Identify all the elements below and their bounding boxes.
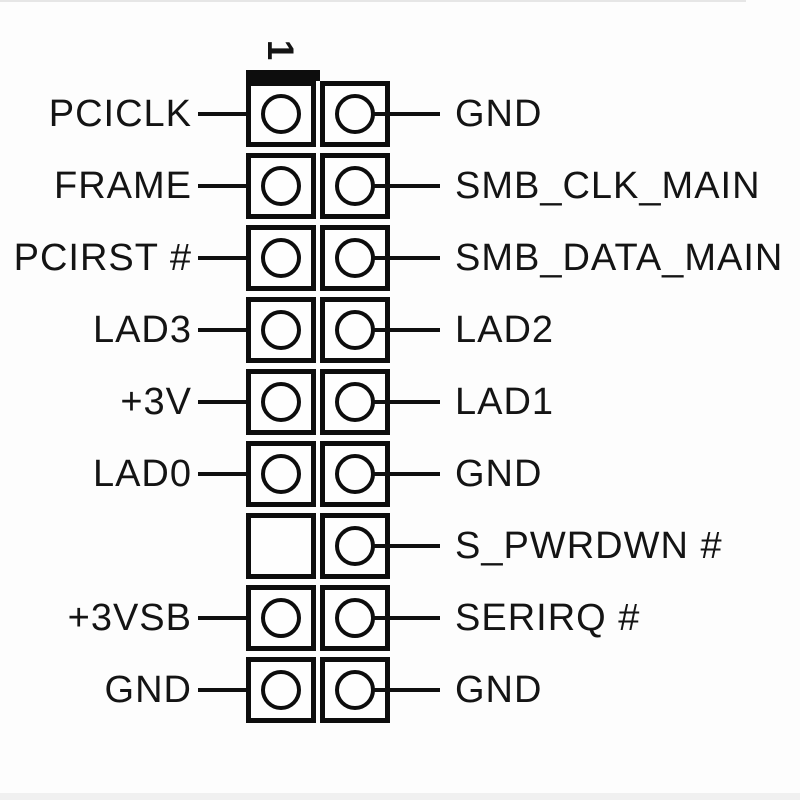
pin-left-lead-line	[198, 256, 264, 260]
pin-circle	[261, 670, 301, 710]
pin-circle	[335, 310, 375, 350]
pin1-marker-bar	[246, 70, 320, 81]
pin-circle	[261, 382, 301, 422]
pin-left-label: FRAME	[54, 165, 192, 207]
pin-left-label: PCICLK	[48, 93, 192, 135]
pin-cell-empty-key	[246, 513, 316, 579]
pin-cell	[246, 369, 316, 435]
pin-right-lead-line	[373, 184, 440, 188]
pin-right-lead-line	[373, 400, 440, 404]
pin-left-label: LAD3	[92, 309, 192, 351]
pin-circle	[335, 526, 375, 566]
pin-right-label: SMB_CLK_MAIN	[455, 165, 761, 207]
pin-circle	[261, 598, 301, 638]
pin-circle	[261, 238, 301, 278]
pin-cell	[320, 81, 390, 147]
pin-circle	[261, 310, 301, 350]
pin-cell	[246, 81, 316, 147]
pin-cell	[320, 585, 390, 651]
pin-left-label: PCIRST #	[13, 237, 192, 279]
bottom-edge-band	[0, 793, 800, 800]
pin-right-label: GND	[455, 453, 543, 495]
pin-left-lead-line	[198, 688, 264, 692]
pin-right-label: S_PWRDWN #	[455, 525, 723, 567]
pin-cell	[246, 657, 316, 723]
pin-circle	[335, 166, 375, 206]
pin1-number: 1	[260, 39, 301, 61]
pin-right-label: LAD2	[455, 309, 555, 351]
pin-cell	[246, 153, 316, 219]
pin-left-label: GND	[104, 669, 192, 711]
pin-cell	[246, 441, 316, 507]
pin-right-lead-line	[373, 472, 440, 476]
pin-circle	[335, 598, 375, 638]
pin-right-label: GND	[455, 669, 543, 711]
pin-right-label: LAD1	[455, 381, 555, 423]
pin-cell	[246, 297, 316, 363]
pin-circle	[261, 94, 301, 134]
pin-left-lead-line	[198, 400, 264, 404]
pin-circle	[261, 166, 301, 206]
pin-circle	[335, 454, 375, 494]
pin-left-lead-line	[198, 112, 264, 116]
pin-circle	[261, 454, 301, 494]
pin-left-lead-line	[198, 616, 264, 620]
pin-left-label: LAD0	[92, 453, 192, 495]
pin-circle	[335, 238, 375, 278]
pin-circle	[335, 94, 375, 134]
pin-right-lead-line	[373, 112, 440, 116]
pin-left-lead-line	[198, 472, 264, 476]
pin-right-lead-line	[373, 256, 440, 260]
pin-cell	[246, 585, 316, 651]
pin-right-lead-line	[373, 616, 440, 620]
pin-right-lead-line	[373, 328, 440, 332]
pin-left-lead-line	[198, 184, 264, 188]
pin-right-label: SERIRQ #	[455, 597, 641, 639]
pin-left-label: +3V	[120, 381, 192, 423]
pin-right-label: GND	[455, 93, 543, 135]
pin-right-label: SMB_DATA_MAIN	[455, 237, 784, 279]
pin-right-lead-line	[373, 688, 440, 692]
pin-circle	[335, 382, 375, 422]
pin-cell	[320, 225, 390, 291]
top-edge-line	[0, 0, 746, 2]
pin-left-lead-line	[198, 328, 264, 332]
pin-right-lead-line	[373, 544, 440, 548]
pin-cell	[320, 153, 390, 219]
pin-circle	[335, 670, 375, 710]
pin-left-label: +3VSB	[67, 597, 192, 639]
pin-cell	[246, 225, 316, 291]
